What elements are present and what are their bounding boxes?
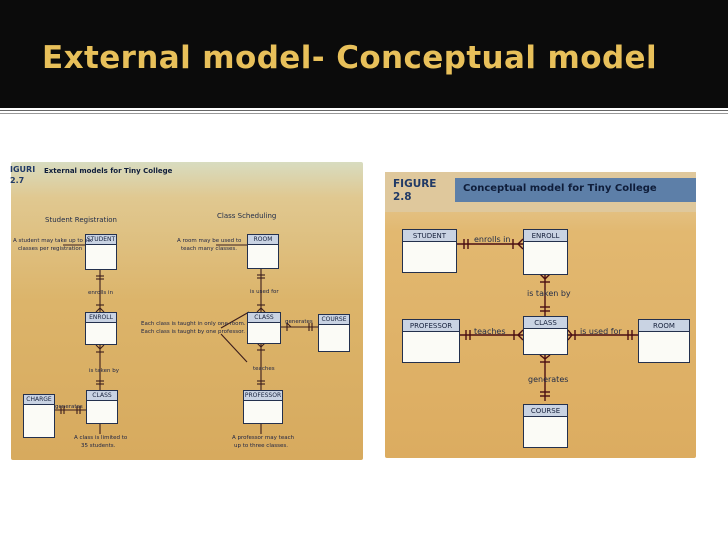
class-scheduling-heading: Class Scheduling: [217, 212, 277, 220]
slide-title: External model- Conceptual model: [42, 40, 657, 76]
entity-course: COURSE: [523, 404, 568, 448]
external-models-lines: [55, 244, 318, 434]
entity-professor: PROFESSOR: [402, 319, 460, 363]
entity-charge-external: CHARGE: [23, 394, 55, 438]
left-figure-number: 2.7: [10, 176, 25, 185]
external-models-figure: IGURI 2.7 External models for Tiny Colle…: [10, 162, 363, 460]
conceptual-model-lines: [457, 238, 638, 401]
note-class-limit-1: A class is limited to: [74, 435, 128, 441]
right-figure-label: FIGURE: [393, 178, 437, 190]
rel-generates-external-left: generates: [55, 404, 83, 410]
note-student-rule-1: A student may take up to six: [13, 238, 93, 244]
note-room-rule-1: A room may be used to: [177, 238, 242, 244]
entity-class: CLASS: [523, 316, 568, 355]
note-student-rule-2: classes per registration: [18, 246, 83, 252]
note-class-rule-2: Each class is taught by one professor.: [141, 329, 245, 335]
rel-teaches-external: teaches: [253, 366, 275, 372]
right-figure-caption: Conceptual model for Tiny College: [463, 183, 657, 194]
entity-course-external: COURSE: [318, 314, 350, 352]
left-figure-caption: External models for Tiny College: [44, 167, 173, 175]
entity-student-external: STUDENT: [85, 234, 117, 270]
rel-is-used-for-external: is used for: [250, 289, 279, 295]
rel-generates: generates: [528, 375, 569, 384]
entity-enroll: ENROLL: [523, 229, 568, 275]
title-rule: [0, 110, 728, 114]
rel-is-used-for: is used for: [580, 327, 622, 336]
left-figure-label: IGURI: [10, 165, 36, 174]
note-class-rule-1: Each class is taught in only one room.: [141, 321, 246, 327]
rel-enrolls-in: enrolls in: [474, 235, 511, 244]
rel-is-taken-by-external: is taken by: [89, 368, 120, 374]
entity-professor-external: PROFESSOR: [243, 390, 283, 424]
figure-caption-bar: [455, 178, 696, 202]
entity-class-external-left: CLASS: [86, 390, 118, 424]
entity-room-external: ROOM: [247, 234, 279, 269]
note-prof-rule-2: up to three classes.: [234, 443, 288, 449]
conceptual-model-figure: FIGURE 2.8 Conceptual model for Tiny Col…: [385, 172, 696, 458]
entity-room: ROOM: [638, 319, 690, 363]
note-class-limit-2: 35 students.: [81, 443, 116, 449]
entity-class-external-right: CLASS: [247, 312, 281, 344]
title-bar: External model- Conceptual model: [0, 0, 728, 108]
right-figure-number: 2.8: [393, 191, 412, 203]
note-room-rule-2: teach many classes.: [181, 246, 238, 252]
rel-enrolls-in-external: enrolls in: [88, 290, 114, 296]
note-prof-rule-1: A professor may teach: [232, 435, 295, 441]
rel-generates-external-right: generates: [285, 319, 313, 325]
rel-is-taken-by: is taken by: [527, 289, 571, 298]
rel-teaches: teaches: [474, 327, 506, 336]
student-registration-heading: Student Registration: [45, 216, 117, 224]
entity-enroll-external: ENROLL: [85, 312, 117, 345]
entity-student: STUDENT: [402, 229, 457, 273]
